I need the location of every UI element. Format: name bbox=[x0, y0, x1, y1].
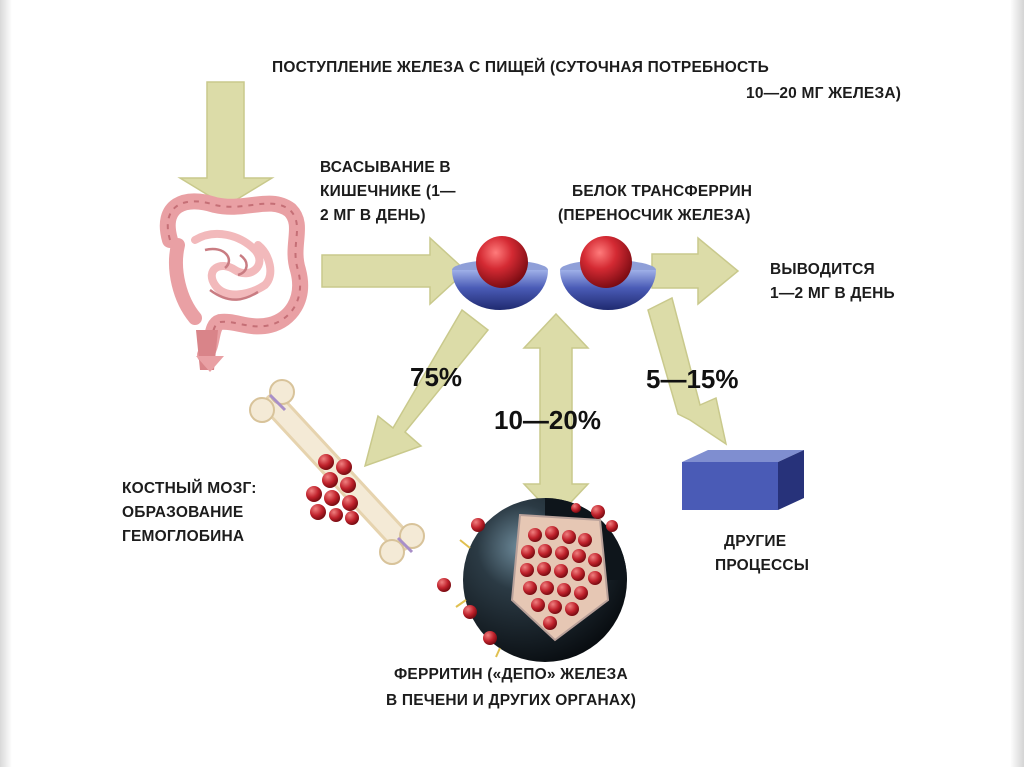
frame-edge-left bbox=[0, 0, 12, 767]
intake-label-line1: ПОСТУПЛЕНИЕ ЖЕЛЕЗА С ПИЩЕЙ (СУТОЧНАЯ ПОТ… bbox=[272, 59, 769, 76]
arrow-to-other bbox=[647, 296, 728, 446]
marrow-label-line2: ОБРАЗОВАНИЕ bbox=[122, 504, 244, 521]
absorption-label-line2: КИШЕЧНИКЕ (1— bbox=[320, 183, 456, 200]
percent-marrow: 75% bbox=[410, 362, 463, 392]
arrow-absorption bbox=[321, 236, 468, 306]
transferrin-label-line2: (ПЕРЕНОСЧИК ЖЕЛЕЗА) bbox=[558, 207, 751, 224]
excreted-label-line2: 1—2 МГ В ДЕНЬ bbox=[770, 285, 895, 302]
marrow-label-line1: КОСТНЫЙ МОЗГ: bbox=[122, 480, 257, 497]
other-label-line2: ПРОЦЕССЫ bbox=[715, 557, 810, 574]
ferritin-label-line1: ФЕРРИТИН («ДЕПО» ЖЕЛЕЗА bbox=[394, 666, 628, 683]
absorption-label-line3: 2 МГ В ДЕНЬ) bbox=[320, 207, 426, 224]
ferritin-icon bbox=[437, 498, 627, 662]
arrow-excretion bbox=[651, 236, 740, 306]
other-label-line1: ДРУГИЕ bbox=[724, 533, 787, 550]
process-box-icon bbox=[682, 450, 804, 510]
excreted-label-line1: ВЫВОДИТСЯ bbox=[770, 261, 875, 278]
transferrin-label-line1: БЕЛОК ТРАНСФЕРРИН bbox=[572, 183, 753, 200]
absorption-label-line1: ВСАСЫВАНИЕ В bbox=[320, 159, 451, 176]
transferrin-icon bbox=[452, 236, 656, 310]
ferritin-label-line2: В ПЕЧЕНИ И ДРУГИХ ОРГАНАХ) bbox=[386, 692, 637, 709]
percent-other: 5—15% bbox=[646, 364, 739, 394]
marrow-label-line3: ГЕМОГЛОБИНА bbox=[122, 528, 245, 545]
intestine-icon bbox=[159, 193, 308, 372]
intake-label-line2: 10—20 МГ ЖЕЛЕЗА) bbox=[746, 85, 902, 102]
frame-edge-right bbox=[1010, 0, 1024, 767]
arrow-to-marrow bbox=[363, 308, 490, 468]
arrow-intake bbox=[177, 81, 275, 207]
bone-marrow-icon bbox=[249, 379, 425, 565]
percent-ferritin: 10—20% bbox=[494, 405, 601, 435]
